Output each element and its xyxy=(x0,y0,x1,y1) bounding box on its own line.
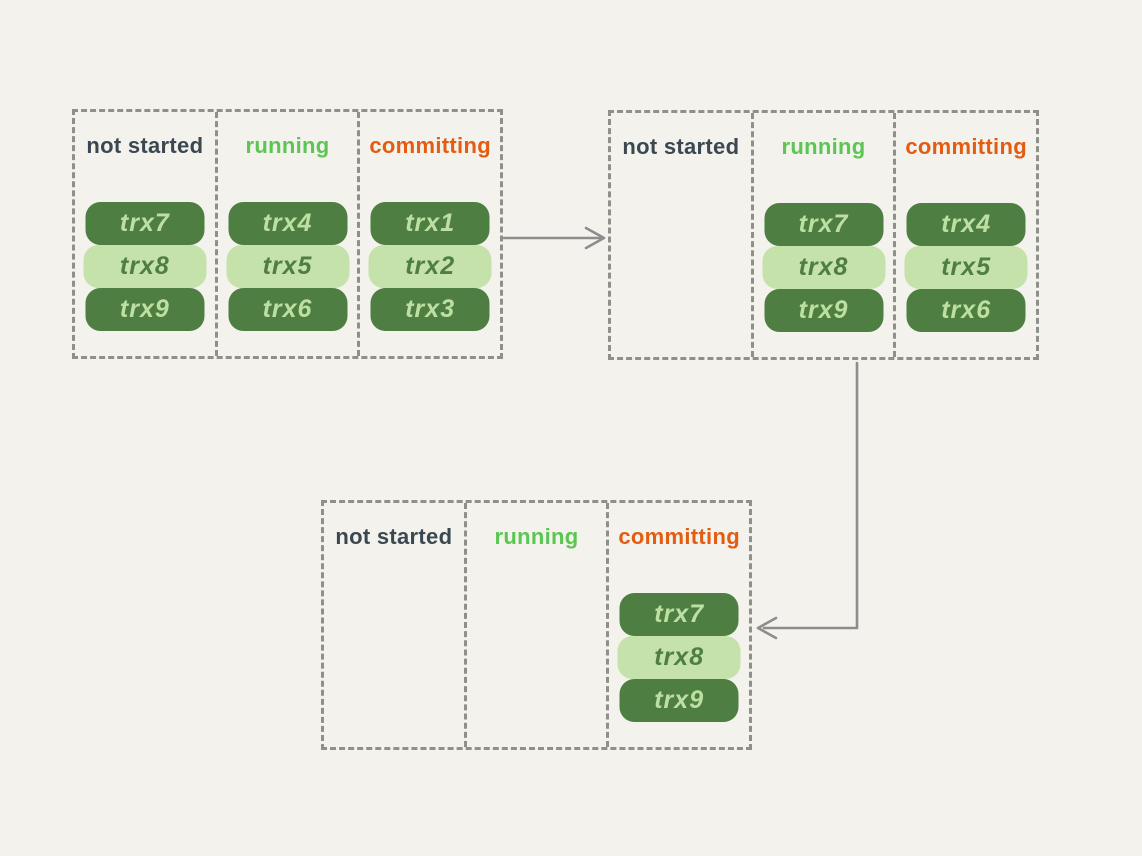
arrow-right-icon xyxy=(502,226,606,250)
state-column-running: running xyxy=(463,503,607,747)
transaction-pill: trx3 xyxy=(370,288,490,331)
transaction-pill: trx7 xyxy=(619,593,739,636)
transaction-pill: trx4 xyxy=(906,203,1026,246)
column-label-running: running xyxy=(245,133,330,158)
transaction-pill: trx9 xyxy=(764,289,883,332)
panel-initial-state: not started trx7 trx8 trx9 running trx4 … xyxy=(72,109,503,359)
state-column-committing: committing trx1 trx2 trx3 xyxy=(357,112,500,356)
transaction-pill: trx1 xyxy=(370,202,490,245)
state-column-not-started: not started xyxy=(324,503,464,747)
transaction-pill: trx8 xyxy=(83,245,207,288)
transaction-pill: trx5 xyxy=(226,245,349,288)
transaction-pill: trx6 xyxy=(228,288,347,331)
state-column-running: running trx4 trx5 trx6 xyxy=(214,112,358,356)
panel-final-state: not started running committing trx7 trx8… xyxy=(321,500,752,750)
column-label-not-started: not started xyxy=(335,524,453,549)
arrow-down-left-icon xyxy=(756,361,859,640)
transaction-pill: trx4 xyxy=(228,202,347,245)
column-label-committing: committing xyxy=(905,134,1027,159)
state-column-not-started: not started trx7 trx8 trx9 xyxy=(75,112,215,356)
transaction-pill: trx8 xyxy=(617,636,741,679)
transaction-pill: trx9 xyxy=(619,679,739,722)
transaction-pill: trx5 xyxy=(904,246,1028,289)
transaction-pill: trx7 xyxy=(764,203,883,246)
column-label-committing: committing xyxy=(369,133,491,158)
column-label-not-started: not started xyxy=(622,134,740,159)
column-label-running: running xyxy=(781,134,866,159)
pill-stack: trx7 trx8 trx9 xyxy=(762,203,885,332)
pill-stack: trx1 trx2 trx3 xyxy=(368,202,492,331)
state-column-committing: committing trx4 trx5 trx6 xyxy=(893,113,1036,357)
column-label-not-started: not started xyxy=(86,133,204,158)
transaction-pill: trx8 xyxy=(762,246,885,289)
pill-stack: trx7 trx8 trx9 xyxy=(617,593,741,722)
panel-after-first-commit: not started running trx7 trx8 trx9 commi… xyxy=(608,110,1039,360)
state-column-running: running trx7 trx8 trx9 xyxy=(750,113,894,357)
column-label-running: running xyxy=(494,524,579,549)
column-label-committing: committing xyxy=(618,524,740,549)
transaction-pill: trx7 xyxy=(85,202,205,245)
transaction-pill: trx2 xyxy=(368,245,492,288)
transaction-pill: trx9 xyxy=(85,288,205,331)
pill-stack: trx4 trx5 trx6 xyxy=(226,202,349,331)
state-column-committing: committing trx7 trx8 trx9 xyxy=(606,503,749,747)
transaction-pill: trx6 xyxy=(906,289,1026,332)
pill-stack: trx4 trx5 trx6 xyxy=(904,203,1028,332)
pill-stack: trx7 trx8 trx9 xyxy=(83,202,207,331)
state-column-not-started: not started xyxy=(611,113,751,357)
